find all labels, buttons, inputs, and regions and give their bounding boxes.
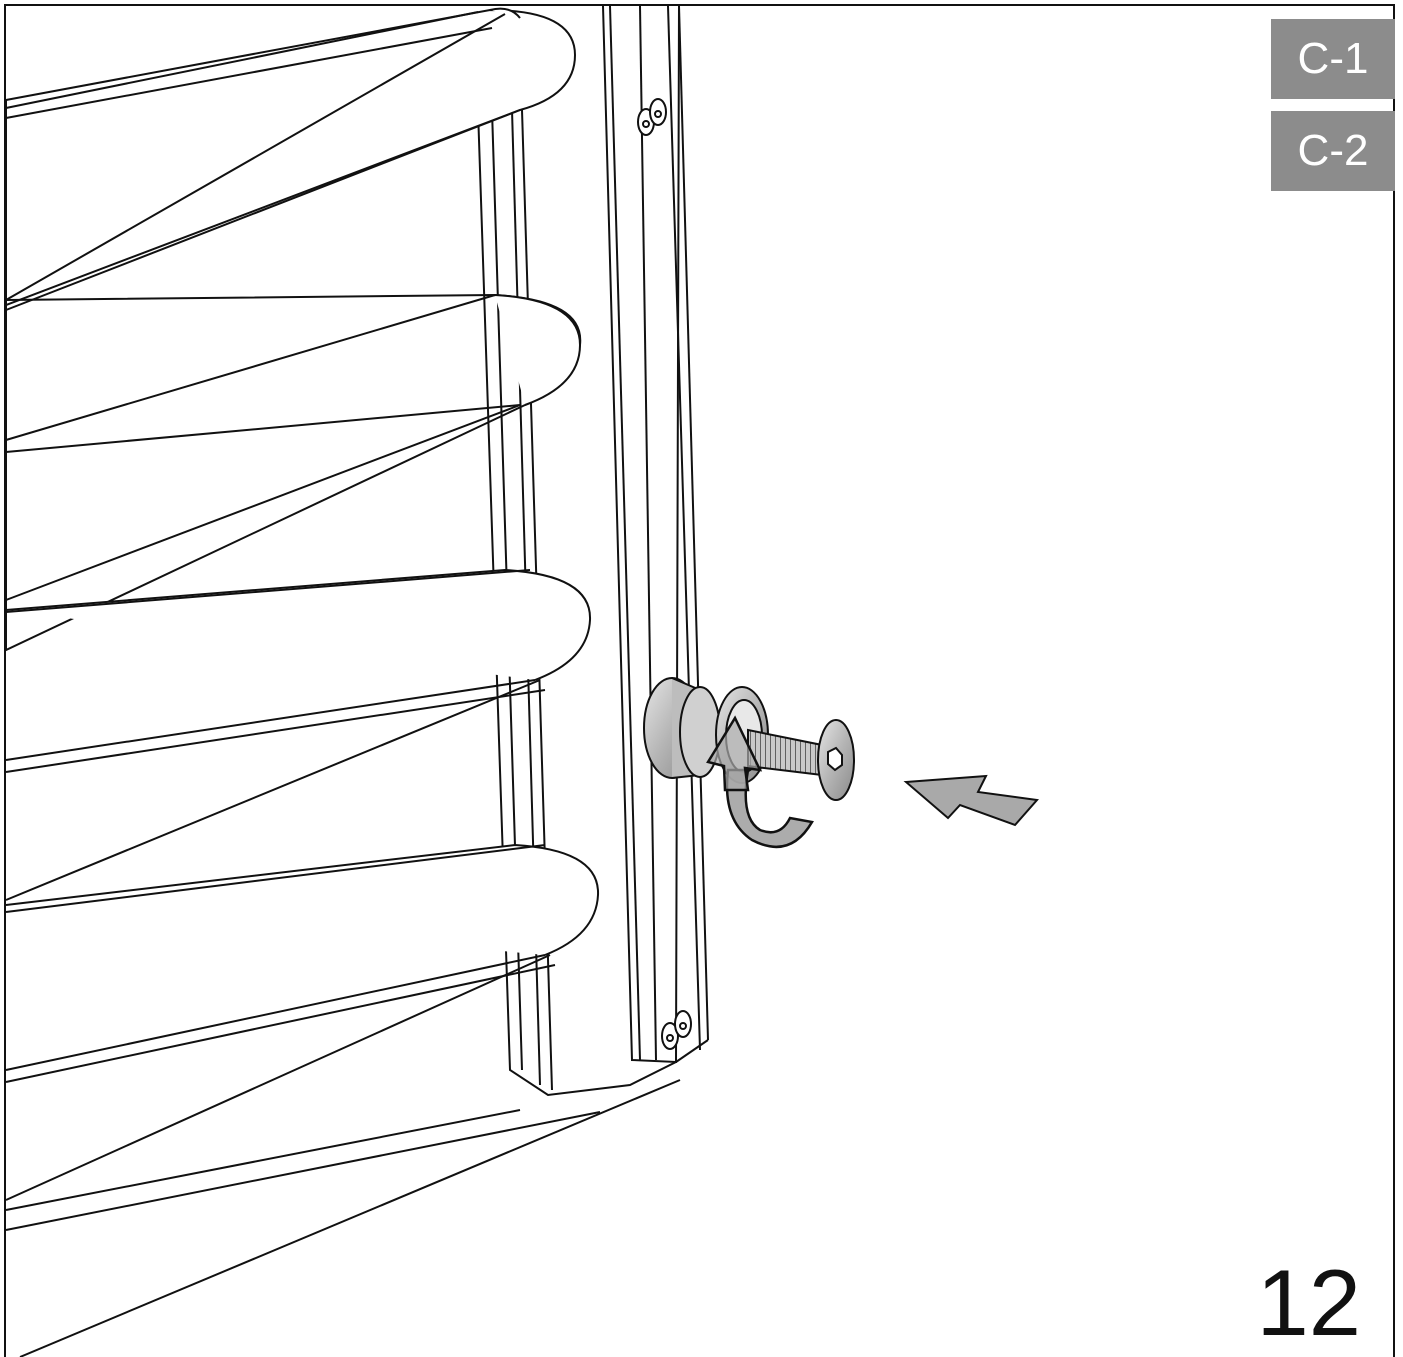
rotate-arrow-icon	[706, 715, 814, 849]
push-arrow-icon	[903, 774, 1039, 827]
hex-bolt	[747, 719, 855, 801]
part-label-c2: C-2	[1271, 111, 1395, 191]
tube-bar-1	[5, 7, 577, 307]
tube-bar-5	[5, 1079, 681, 1357]
rivet-top	[637, 98, 667, 136]
part-label-c1: C-1	[1271, 19, 1395, 99]
tube-bar-3	[5, 568, 592, 773]
step-number: 12	[1256, 1250, 1361, 1355]
vertical-post	[602, 5, 709, 1064]
tube-bar-2	[5, 293, 582, 652]
bar-outlines	[5, 11, 551, 1201]
tube-bars	[5, 7, 681, 1357]
tube-bar-4	[5, 843, 600, 1083]
page-frame	[4, 4, 1395, 1357]
rivet-bottom	[661, 1010, 692, 1050]
